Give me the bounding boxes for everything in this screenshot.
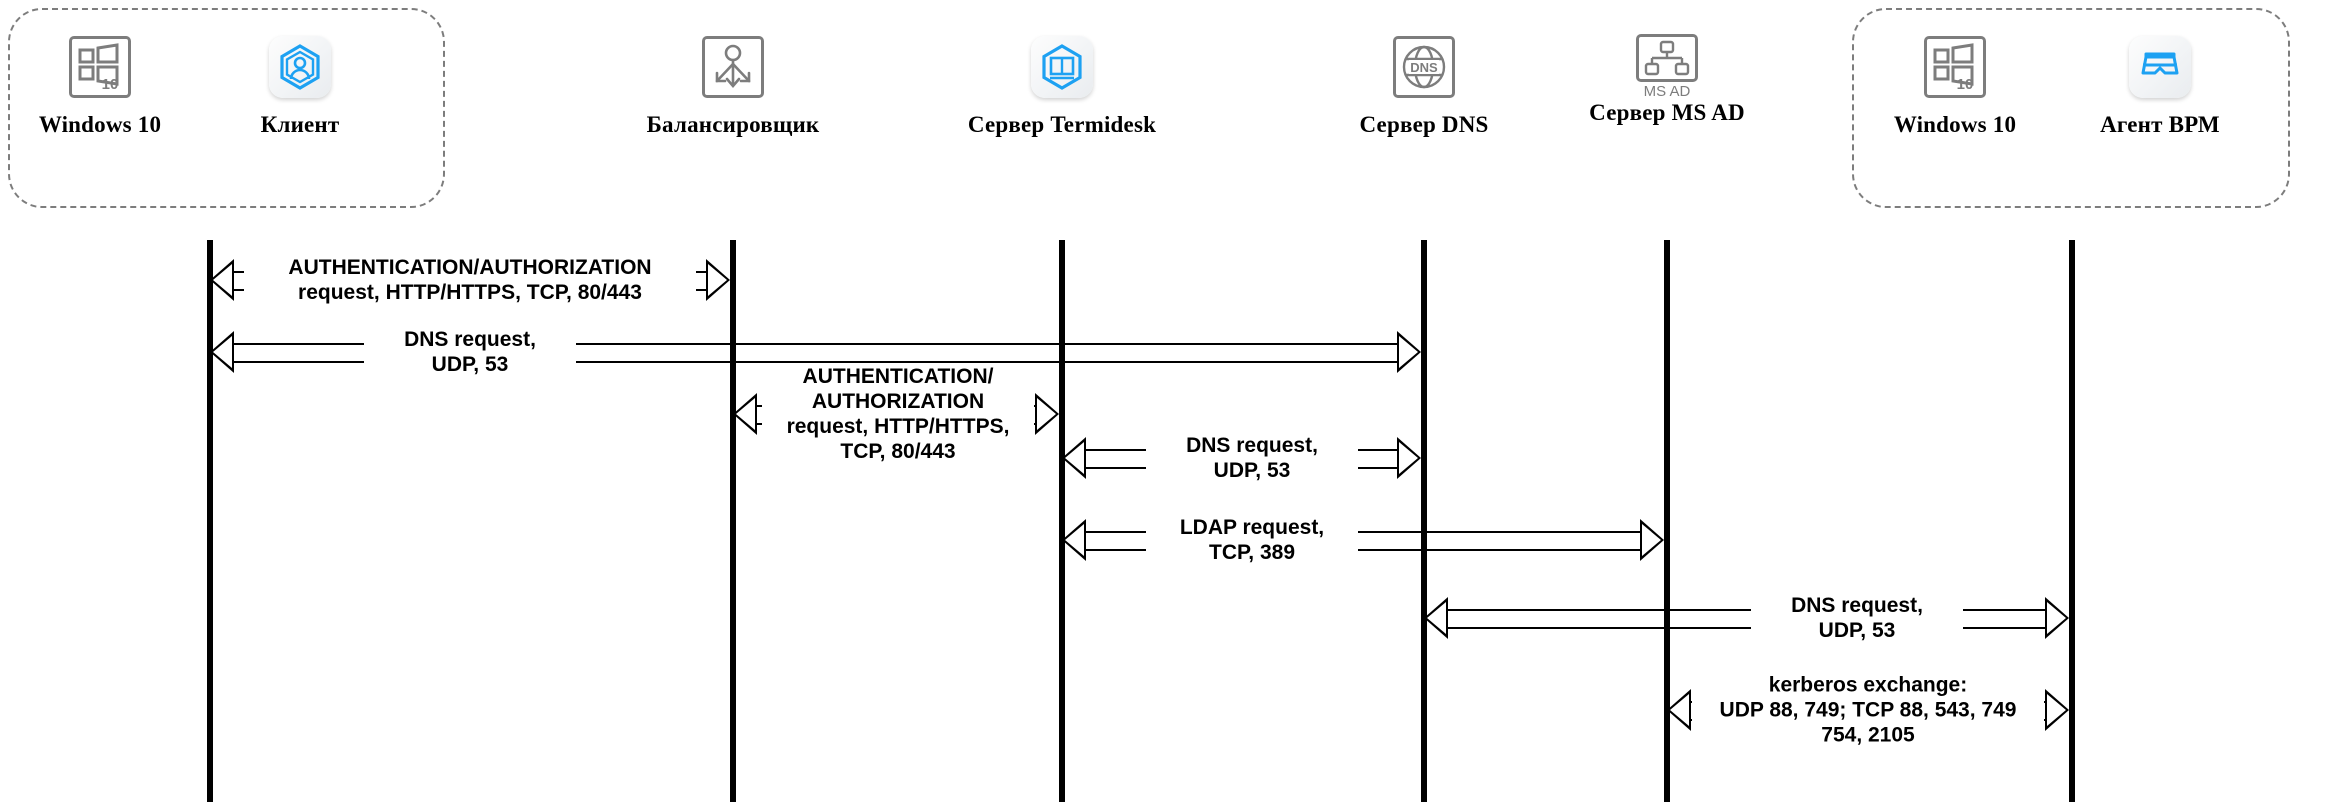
actor-windows-10-agent[interactable]: 10 Windows 10 xyxy=(1855,28,2055,138)
arrow-line-top xyxy=(1086,531,1640,533)
arrow-line-bottom xyxy=(1448,627,2045,629)
arrowhead-left-icon xyxy=(1667,689,1691,731)
arrowhead-right-icon xyxy=(1397,331,1421,373)
arrow-line-top xyxy=(234,343,1397,345)
actor-label-windows-10-client: Windows 10 xyxy=(38,112,162,137)
arrowhead-left-icon xyxy=(210,331,234,373)
windows-10-icon: 10 xyxy=(0,28,200,106)
agent-group-box xyxy=(1852,8,2290,208)
message-label-kerberos-msad-bpm: kerberos exchange: UDP 88, 749; TCP 88, … xyxy=(1692,672,2044,748)
message-label-dns-termidesk-dns: DNS request, UDP, 53 xyxy=(1146,433,1358,483)
arrowhead-right-icon xyxy=(2045,689,2069,731)
actor-balancer[interactable]: Балансировщик xyxy=(633,28,833,138)
arrowhead-right-icon xyxy=(1640,519,1664,561)
actor-windows-10-client[interactable]: 10 Windows 10 xyxy=(0,28,200,138)
lifeline-bpm-agent xyxy=(2069,240,2075,802)
dns-globe-icon: DNS xyxy=(1324,28,1524,106)
actor-label-bpm-agent: Агент ВРМ xyxy=(2100,112,2220,137)
vr-glasses-icon xyxy=(2060,28,2260,106)
actor-client[interactable]: Клиент xyxy=(200,28,400,138)
arrow-line-top xyxy=(1448,609,2045,611)
message-label-auth-balancer-termidesk: AUTHENTICATION/ AUTHORIZATION request, H… xyxy=(762,364,1034,464)
dns-caption-text: DNS xyxy=(1410,60,1438,75)
arrowhead-right-icon xyxy=(706,259,730,301)
windows-version-text: 10 xyxy=(102,76,119,93)
arrowhead-left-icon xyxy=(733,393,757,435)
windows-version-text: 10 xyxy=(1957,76,1974,93)
arrow-line-bottom xyxy=(1086,549,1640,551)
arrowhead-right-icon xyxy=(2045,597,2069,639)
lifeline-client xyxy=(207,240,213,802)
actor-dns-server[interactable]: DNS Сервер DNS xyxy=(1324,28,1524,138)
actor-label-windows-10-agent: Windows 10 xyxy=(1893,112,2017,137)
ms-ad-icon: MS AD xyxy=(1567,28,1767,106)
termidesk-hexagon-icon xyxy=(962,28,1162,106)
message-label-auth-client-balancer: AUTHENTICATION/AUTHORIZATION request, HT… xyxy=(244,255,696,305)
arrowhead-left-icon xyxy=(210,259,234,301)
actor-bpm-agent[interactable]: Агент ВРМ xyxy=(2060,28,2260,138)
arrowhead-left-icon xyxy=(1424,597,1448,639)
message-label-dns-client-dns: DNS request, UDP, 53 xyxy=(364,327,576,377)
load-balancer-icon xyxy=(633,28,833,106)
arrowhead-left-icon xyxy=(1062,437,1086,479)
ms-ad-caption-text: MS AD xyxy=(1643,83,1691,100)
arrowhead-right-icon xyxy=(1397,437,1421,479)
client-hexagon-icon xyxy=(200,28,400,106)
message-label-dns-dns-bpm: DNS request, UDP, 53 xyxy=(1751,593,1963,643)
message-label-ldap-termidesk-msad: LDAP request, TCP, 389 xyxy=(1146,515,1358,565)
actor-termidesk-server[interactable]: Сервер Termidesk xyxy=(962,28,1162,138)
actor-label-dns-server: Сервер DNS xyxy=(1359,112,1489,137)
arrow-line-bottom xyxy=(234,361,1397,363)
windows-10-icon: 10 xyxy=(1855,28,2055,106)
lifeline-balancer xyxy=(730,240,736,802)
actor-ms-ad-server[interactable]: MS AD Сервер MS AD xyxy=(1567,28,1767,126)
arrowhead-left-icon xyxy=(1062,519,1086,561)
actor-label-termidesk-server: Сервер Termidesk xyxy=(967,112,1157,137)
lifeline-dns-server xyxy=(1421,240,1427,802)
client-group-box xyxy=(8,8,445,208)
actor-label-balancer: Балансировщик xyxy=(646,112,820,137)
actor-label-client: Клиент xyxy=(260,112,340,137)
arrowhead-right-icon xyxy=(1035,393,1059,435)
lifeline-ms-ad-server xyxy=(1664,240,1670,802)
actor-label-ms-ad-server: Сервер MS AD xyxy=(1589,100,1745,125)
